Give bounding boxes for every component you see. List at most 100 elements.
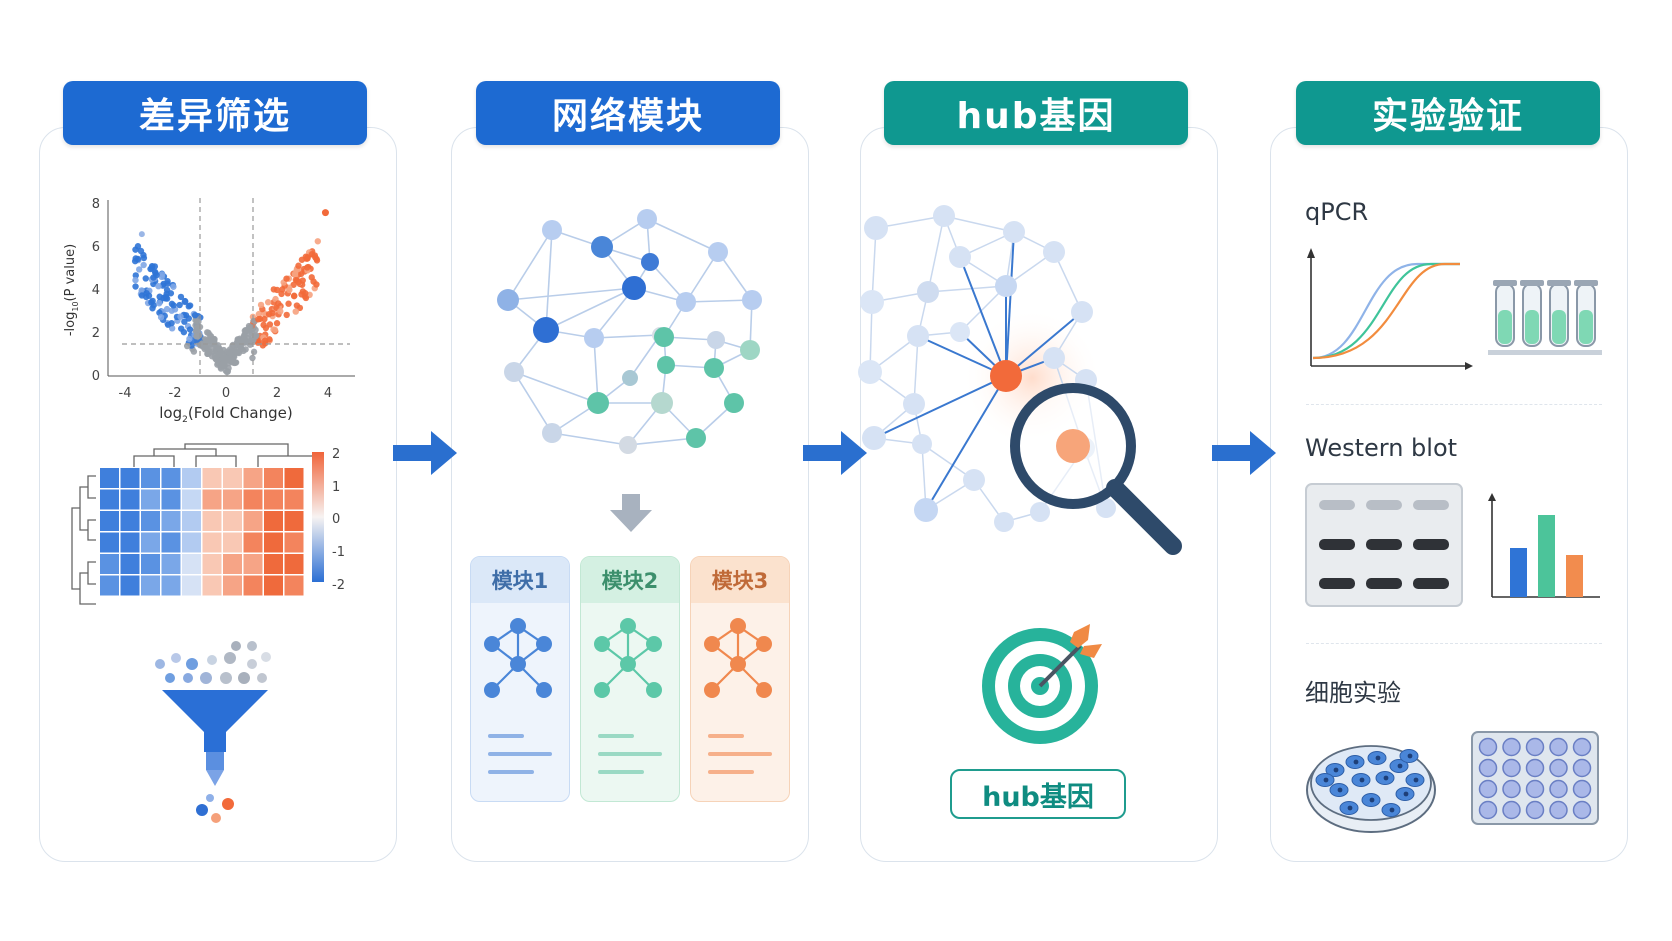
module-text-line — [598, 770, 644, 774]
volcano-point — [156, 300, 163, 307]
heatmap-cell — [161, 575, 181, 596]
network-edge — [545, 229, 553, 331]
volcano-point — [149, 305, 156, 312]
volcano-point — [217, 363, 225, 371]
x-tick-label: 2 — [273, 386, 281, 401]
network-node — [742, 290, 762, 310]
network-node — [914, 498, 938, 522]
network-node — [707, 331, 725, 349]
heatmap-cell — [284, 532, 304, 553]
module-node — [704, 636, 720, 652]
volcano-point — [245, 322, 253, 330]
network-node — [912, 434, 932, 454]
volcano-point — [273, 320, 281, 327]
well — [1502, 779, 1521, 799]
network-edge — [545, 287, 635, 331]
module-title: 模块2 — [601, 569, 659, 593]
heatmap-cell — [100, 489, 119, 510]
hub-edge — [959, 256, 1007, 377]
western-blot-membrane — [1305, 483, 1463, 607]
heatmap-cell — [223, 511, 242, 531]
network-edge — [943, 215, 1015, 233]
test-tube-liquid — [1579, 310, 1593, 344]
network-node — [584, 328, 604, 348]
test-tube-liquid — [1498, 310, 1512, 344]
heatmap-cell — [202, 468, 222, 488]
heatmap-cell — [182, 468, 201, 488]
hub-edge — [1005, 311, 1083, 377]
hub-edge — [925, 375, 1007, 511]
volcano-point — [132, 276, 139, 284]
volcano-point — [250, 348, 258, 356]
heatmap-cell — [264, 532, 283, 553]
test-tube-cap — [1547, 280, 1571, 286]
network-edge — [507, 287, 635, 301]
volcano-point — [207, 333, 215, 340]
network-node — [740, 340, 760, 360]
heatmap-cell — [182, 511, 201, 531]
heatmap-cell — [243, 575, 263, 596]
volcano-point — [164, 321, 172, 328]
heatmap-cell — [120, 511, 140, 531]
cell-nucleus — [1337, 787, 1343, 793]
network-node — [1030, 502, 1050, 522]
volcano-point — [221, 356, 228, 363]
well — [1478, 800, 1498, 820]
network-node — [1071, 301, 1093, 323]
heatmap-cell — [161, 489, 181, 510]
heatmap-cell — [202, 489, 222, 510]
network-node — [657, 356, 675, 374]
step-title-differential-screening: 差异筛选 — [63, 81, 367, 145]
heatmap-cell — [141, 489, 160, 510]
volcano-point — [255, 316, 262, 323]
network-edge — [507, 229, 553, 301]
module-text-line — [488, 770, 534, 774]
volcano-point — [181, 318, 188, 325]
well — [1549, 779, 1568, 799]
well — [1572, 800, 1592, 820]
heatmap-legend-tick: -1 — [332, 545, 345, 560]
volcano-point — [217, 349, 224, 357]
heatmap-cell — [243, 554, 263, 574]
network-node — [504, 362, 524, 382]
volcano-point — [186, 335, 193, 343]
network-node — [862, 426, 886, 450]
network-node — [917, 281, 939, 303]
heatmap-cell — [243, 511, 263, 531]
volcano-point — [297, 270, 305, 278]
network-node — [995, 275, 1017, 297]
volcano-point — [261, 337, 269, 344]
network-edge — [1053, 251, 1083, 313]
network-edge — [927, 215, 945, 293]
well — [1525, 800, 1545, 820]
volcano-point — [242, 339, 249, 346]
volcano-y-axis-title: -log10(P value) — [63, 244, 80, 336]
network-node — [708, 242, 728, 262]
heatmap-cell — [264, 554, 283, 574]
cell-nucleus — [1383, 775, 1389, 781]
well — [1502, 758, 1521, 778]
heatmap-cell — [100, 575, 119, 596]
volcano-point — [136, 266, 143, 273]
test-tube-liquid — [1552, 310, 1566, 344]
heatmap-cell — [120, 554, 140, 574]
network-edge — [646, 218, 719, 253]
module-node — [646, 682, 662, 698]
well — [1502, 737, 1521, 757]
volcano-point — [162, 295, 169, 302]
volcano-point — [275, 300, 282, 307]
well — [1572, 779, 1592, 799]
volcano-point — [283, 311, 290, 319]
module-node — [646, 636, 662, 652]
well — [1549, 758, 1568, 778]
module-text-line — [598, 734, 634, 738]
network-node — [994, 512, 1014, 532]
flow-arrow-3 — [1212, 431, 1276, 475]
test-tube-cap — [1520, 280, 1544, 286]
volcano-point — [193, 333, 201, 340]
volcano-point — [164, 278, 171, 285]
heatmap-cell — [223, 532, 242, 553]
volcano-point — [222, 367, 229, 374]
network-node — [637, 209, 657, 229]
heatmap-cell — [141, 532, 160, 553]
